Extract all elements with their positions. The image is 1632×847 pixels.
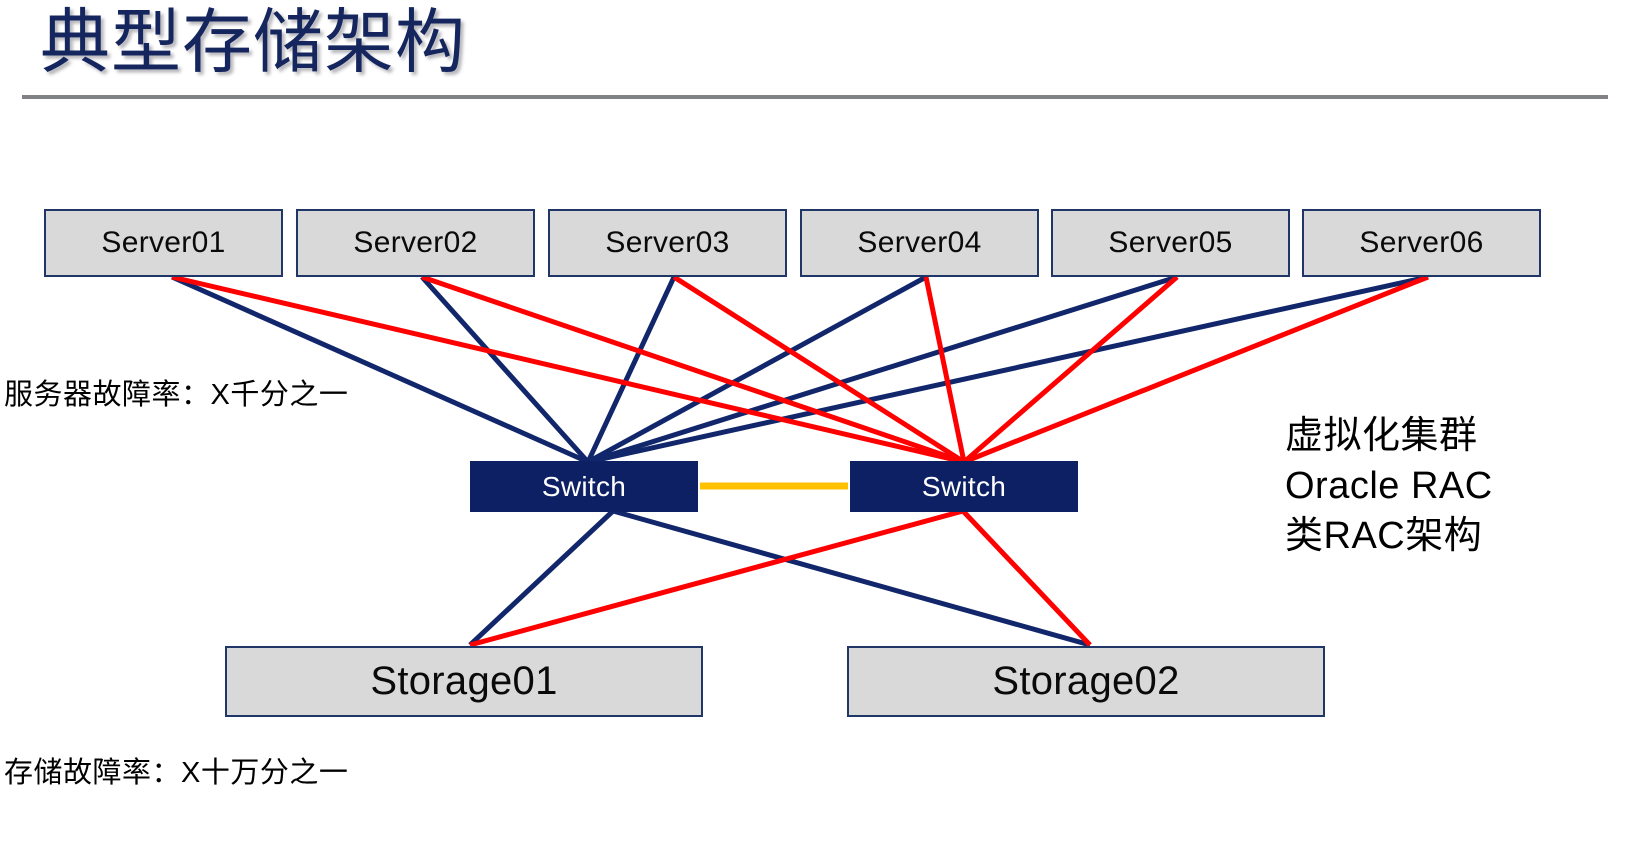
node-server-05[interactable]: Server05 [1051,209,1290,277]
edge-server06-switch02 [963,274,1429,465]
edge-server03-switch02 [672,274,966,465]
node-server-03[interactable]: Server03 [548,209,787,277]
edges-servers-to-switch-01 [170,274,1429,465]
note-storage-failure-rate: 存储故障率：X十万分之一 [4,757,349,789]
node-label: Server01 [101,226,226,259]
edge-server02-switch01 [420,275,590,464]
node-label: Server04 [857,226,982,259]
edge-server01-switch02 [171,274,965,465]
cluster-note-line-3: 类RAC架构 [1285,515,1483,557]
page-title: 典型存储架构 [40,3,466,81]
title-divider [22,95,1608,99]
node-switch-02[interactable]: Switch [850,461,1078,512]
edge-server02-switch02 [421,274,965,465]
edge-switch01-storage02 [612,508,1091,648]
edge-server04-switch02 [923,276,967,463]
node-label: Server02 [353,226,478,259]
edges-servers-to-switch-02 [171,274,1429,465]
note-server-failure-rate: 服务器故障率：X千分之一 [4,379,349,411]
edges-switch-02-to-storages [469,508,1092,648]
edge-switch01-storage01 [468,509,615,647]
node-server-01[interactable]: Server01 [44,209,283,277]
node-storage-01[interactable]: Storage01 [225,646,703,717]
edge-server04-switch01 [586,274,928,465]
node-storage-02[interactable]: Storage02 [847,646,1325,717]
node-label: Switch [541,470,627,502]
node-switch-01[interactable]: Switch [470,461,698,512]
cluster-note-line-1: 虚拟化集群 [1285,415,1478,457]
node-label: Server05 [1108,226,1233,259]
node-label: Switch [921,470,1007,502]
edge-server01-switch01 [170,274,590,465]
edges-switch-01-to-storages [468,508,1091,648]
edge-server05-switch01 [587,274,1178,465]
node-server-02[interactable]: Server02 [296,209,535,277]
node-label: Server06 [1359,226,1484,259]
edge-server05-switch02 [962,275,1179,464]
edge-server06-switch01 [587,274,1429,465]
edge-switch02-storage02 [961,509,1092,647]
node-label: Storage02 [992,659,1180,703]
node-label: Storage01 [370,659,558,703]
node-server-06[interactable]: Server06 [1302,209,1541,277]
cluster-note-line-2: Oracle RAC [1285,465,1493,507]
note-cluster-types: 虚拟化集群 Oracle RAC 类RAC架构 [1285,411,1493,561]
node-server-04[interactable]: Server04 [800,209,1039,277]
edge-server03-switch01 [585,275,677,464]
node-label: Server03 [605,226,730,259]
edge-switch02-storage01 [469,508,964,648]
